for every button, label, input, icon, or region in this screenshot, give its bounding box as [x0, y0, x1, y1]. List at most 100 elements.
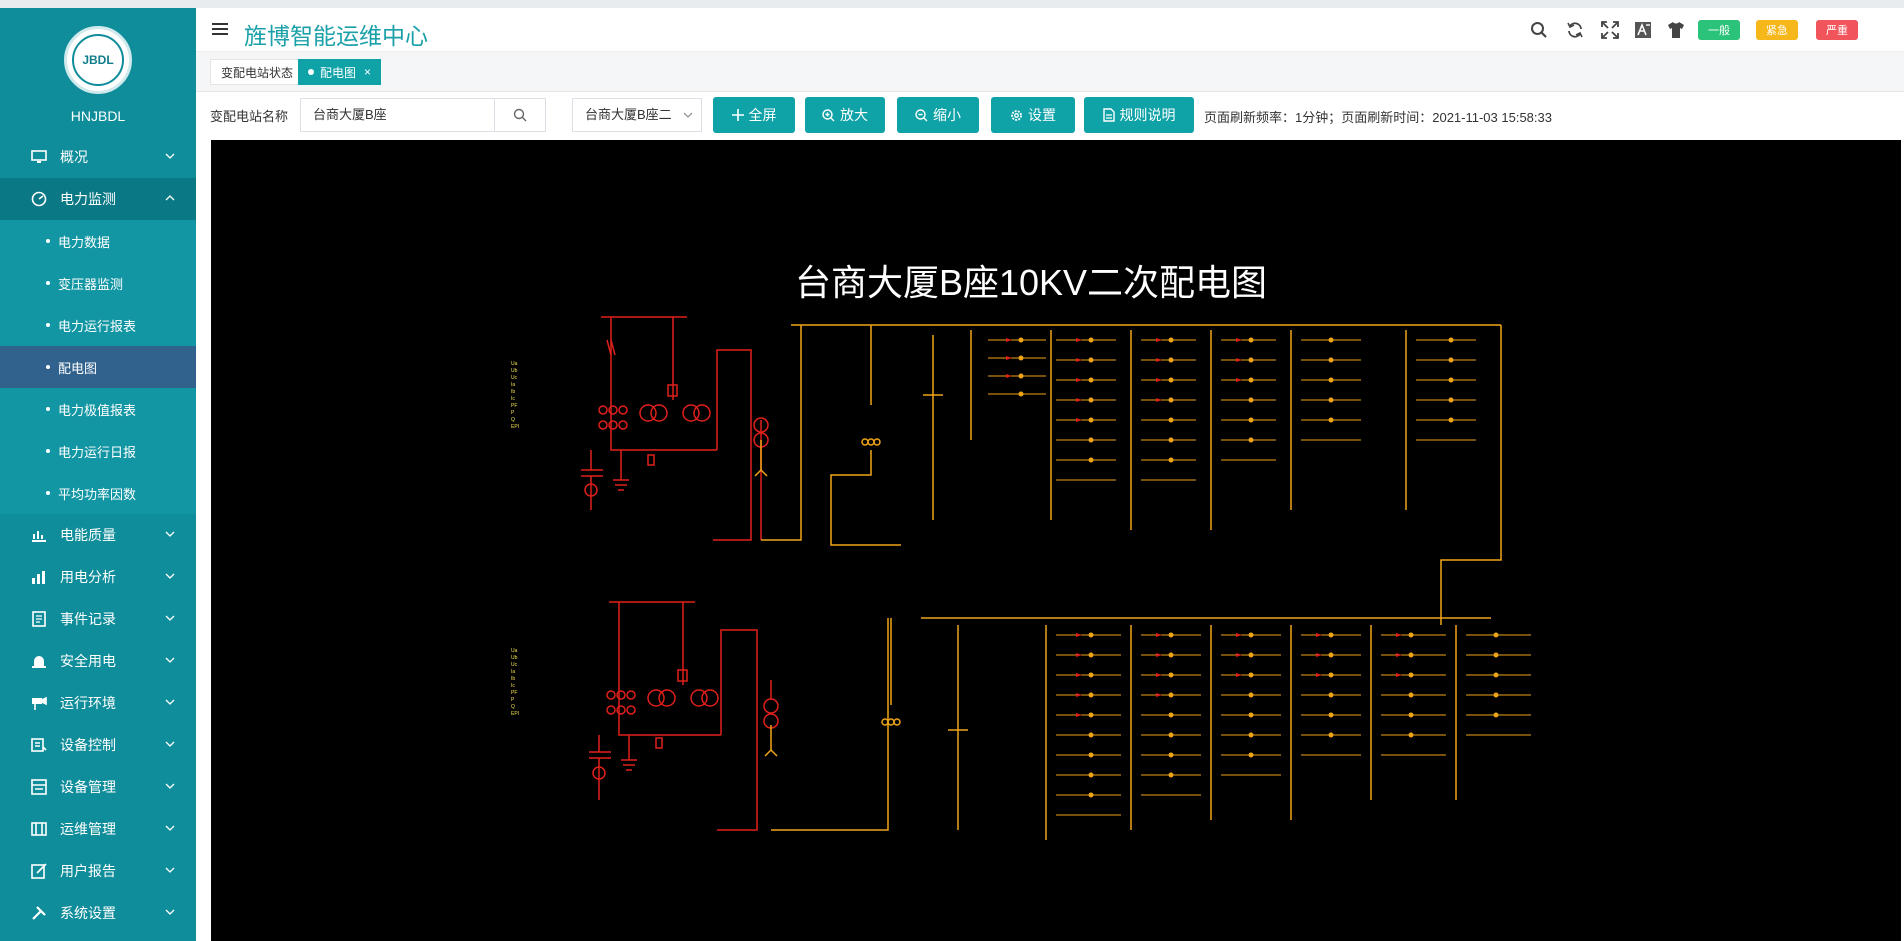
station-search-button[interactable]	[494, 98, 546, 132]
alarm-icon	[30, 652, 48, 670]
svg-text:EPI: EPI	[511, 424, 519, 430]
sidebar-item-device-management[interactable]: 设备管理	[0, 766, 196, 808]
tab-label: 配电图	[320, 65, 357, 80]
tools-icon	[30, 904, 48, 922]
sidebar-item-power-quality[interactable]: 电能质量	[0, 514, 196, 556]
sidebar-item-power-monitor[interactable]: 电力监测	[0, 178, 196, 220]
sidebar-item-user-report[interactable]: 用户报告	[0, 850, 196, 892]
breaker-markers	[1018, 337, 1499, 798]
svg-text:Ic: Ic	[511, 396, 515, 402]
company-logo: JBDL	[64, 26, 132, 94]
chevron-down-icon	[165, 531, 175, 537]
svg-text:Ic: Ic	[511, 683, 515, 689]
sidebar-subitem-power-factor[interactable]: 平均功率因数	[0, 472, 196, 514]
tab-distribution-diagram[interactable]: 配电图 ×	[298, 59, 382, 85]
sidebar-subitem-transformer[interactable]: 变压器监测	[0, 262, 196, 304]
sidebar-item-device-control[interactable]: 设备控制	[0, 724, 196, 766]
skin-shirt-icon[interactable]	[1667, 21, 1685, 39]
zoom-out-icon	[915, 108, 928, 122]
sidebar-item-maintenance[interactable]: 运维管理	[0, 808, 196, 850]
tab-station-status[interactable]: 变配电站状态	[210, 59, 305, 85]
sidebar-subitem-power-data[interactable]: 电力数据	[0, 220, 196, 262]
sidebar-subitem-extreme-report[interactable]: 电力极值报表	[0, 388, 196, 430]
svg-text:Ua: Ua	[511, 361, 518, 367]
hamburger-icon[interactable]	[212, 22, 228, 36]
sidebar-subitem-run-report[interactable]: 电力运行报表	[0, 304, 196, 346]
chart-icon	[30, 526, 48, 544]
chevron-down-icon	[165, 699, 175, 705]
close-icon[interactable]: ×	[364, 65, 372, 79]
document-icon	[1102, 108, 1115, 122]
svg-text:Ub: Ub	[511, 655, 518, 661]
lv-bus-bottom	[764, 617, 1491, 840]
font-size-icon[interactable]	[1634, 21, 1652, 39]
maintenance-icon	[30, 820, 48, 838]
feeder-group-bottom	[1056, 634, 1531, 816]
button-label: 设置	[1028, 107, 1056, 123]
sidebar-item-system-settings[interactable]: 系统设置	[0, 892, 196, 934]
tab-bar: 变配电站状态 配电图 ×	[196, 52, 1904, 92]
station-name-input[interactable]: 台商大厦B座	[300, 98, 494, 132]
sidebar-item-label: 用电分析	[60, 569, 116, 585]
chevron-down-icon	[165, 825, 175, 831]
station-name-label: 变配电站名称	[210, 109, 289, 124]
sidebar-item-label: 概况	[60, 149, 88, 165]
sidebar-item-label: 系统设置	[60, 905, 116, 921]
device-icon	[30, 778, 48, 796]
settings-button[interactable]: 设置	[991, 97, 1075, 133]
record-icon	[30, 610, 48, 628]
sidebar: JBDL HNJBDL 概况 电力监测 电力数据 变压器监测 电力运行报表 配电…	[0, 8, 196, 941]
svg-text:P: P	[511, 410, 515, 416]
sidebar-item-label: 设备管理	[60, 779, 116, 795]
sidebar-item-label: 用户报告	[60, 863, 116, 879]
browser-strip	[0, 0, 1904, 8]
fullscreen-button[interactable]: 全屏	[713, 97, 795, 133]
sidebar-item-usage-analysis[interactable]: 用电分析	[0, 556, 196, 598]
sidebar-subitem-daily-report[interactable]: 电力运行日报	[0, 430, 196, 472]
station-select[interactable]: 台商大厦B座二	[572, 98, 702, 132]
alert-badge-urgent[interactable]: 紧急	[1756, 20, 1798, 40]
sidebar-item-environment[interactable]: 运行环境	[0, 682, 196, 724]
refresh-icon[interactable]	[1566, 21, 1584, 39]
chevron-down-icon	[165, 909, 175, 915]
svg-text:PF: PF	[511, 403, 517, 409]
button-label: 缩小	[933, 107, 961, 123]
active-dot-icon	[308, 69, 314, 75]
zoom-in-icon	[822, 108, 835, 122]
diagram-title: 台商大厦B座10KV二次配电图	[794, 262, 1268, 303]
chevron-up-icon	[165, 195, 175, 201]
zoom-out-button[interactable]: 缩小	[897, 97, 979, 133]
zoom-in-button[interactable]: 放大	[805, 97, 885, 133]
control-icon	[30, 736, 48, 754]
sidebar-item-label: 电力监测	[60, 191, 116, 207]
sidebar-item-safety[interactable]: 安全用电	[0, 640, 196, 682]
alert-badge-normal[interactable]: 一般	[1698, 20, 1740, 40]
search-icon[interactable]	[1530, 21, 1548, 39]
svg-text:EPI: EPI	[511, 711, 519, 717]
chevron-down-icon	[165, 615, 175, 621]
svg-text:Ua: Ua	[511, 648, 518, 654]
move-icon	[731, 109, 744, 121]
bar-chart-icon	[30, 568, 48, 586]
alert-badge-severe[interactable]: 严重	[1816, 20, 1858, 40]
button-label: 全屏	[748, 107, 777, 123]
sidebar-item-label: 运行环境	[60, 695, 116, 711]
chevron-down-icon	[165, 657, 175, 663]
toolbar: 变配电站名称 台商大厦B座 台商大厦B座二 全屏 放大 缩小 设置 规则说明 页…	[196, 92, 1904, 140]
svg-text:Q: Q	[511, 417, 515, 423]
svg-text:Q: Q	[511, 704, 515, 710]
svg-text:Ia: Ia	[511, 382, 515, 388]
rules-button[interactable]: 规则说明	[1084, 97, 1194, 133]
feeder-group-top	[988, 339, 1476, 481]
search-icon	[513, 108, 527, 122]
sidebar-item-label: 事件记录	[60, 611, 116, 627]
sidebar-item-event-log[interactable]: 事件记录	[0, 598, 196, 640]
sidebar-subitem-distribution-diagram[interactable]: 配电图	[0, 346, 196, 388]
fullscreen-icon[interactable]	[1601, 21, 1619, 39]
sidebar-item-overview[interactable]: 概况	[0, 136, 196, 178]
top-header: 旌博智能运维中心 一般 紧急 严重	[196, 8, 1904, 52]
